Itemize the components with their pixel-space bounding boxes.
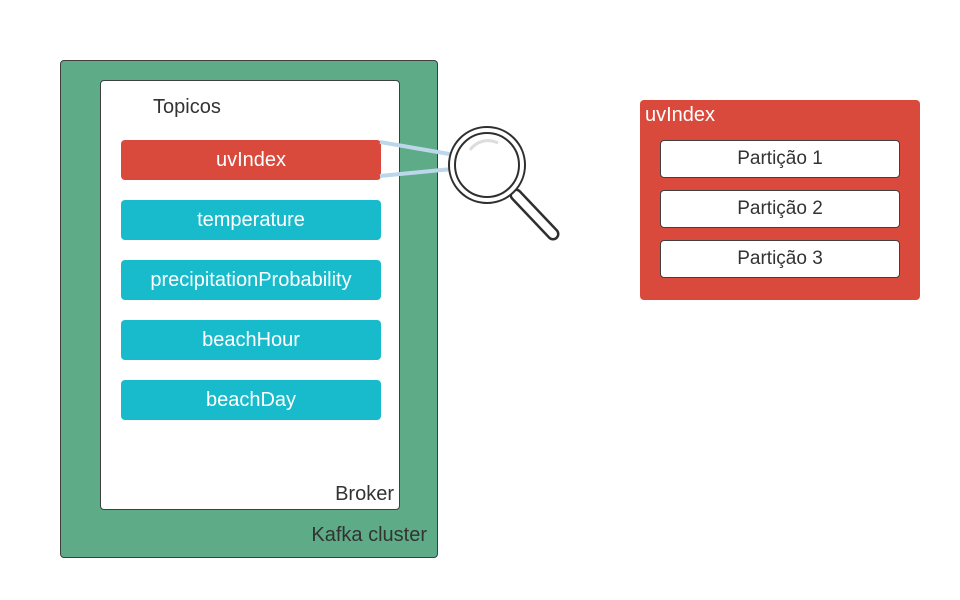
topics-title: Topicos xyxy=(153,96,221,118)
topic-uvindex[interactable]: uvIndex xyxy=(121,140,381,180)
topic-precipitationprobability[interactable]: precipitationProbability xyxy=(121,260,381,300)
broker-label: Broker xyxy=(335,483,394,505)
topic-beachday[interactable]: beachDay xyxy=(121,380,381,420)
partitions-panel-title: uvIndex xyxy=(645,104,716,126)
topic-beachhour[interactable]: beachHour xyxy=(121,320,381,360)
partition-3[interactable]: Partição 3 xyxy=(660,240,900,278)
partition-1[interactable]: Partição 1 xyxy=(660,140,900,178)
uvindex-partitions-panel: uvIndex Partição 1 Partição 2 Partição 3 xyxy=(640,100,920,300)
broker: Topicos uvIndex temperature precipitatio… xyxy=(100,80,400,510)
partition-2[interactable]: Partição 2 xyxy=(660,190,900,228)
magnifying-glass-icon xyxy=(448,126,560,241)
topic-temperature[interactable]: temperature xyxy=(121,200,381,240)
kafka-cluster-label: Kafka cluster xyxy=(311,524,427,546)
